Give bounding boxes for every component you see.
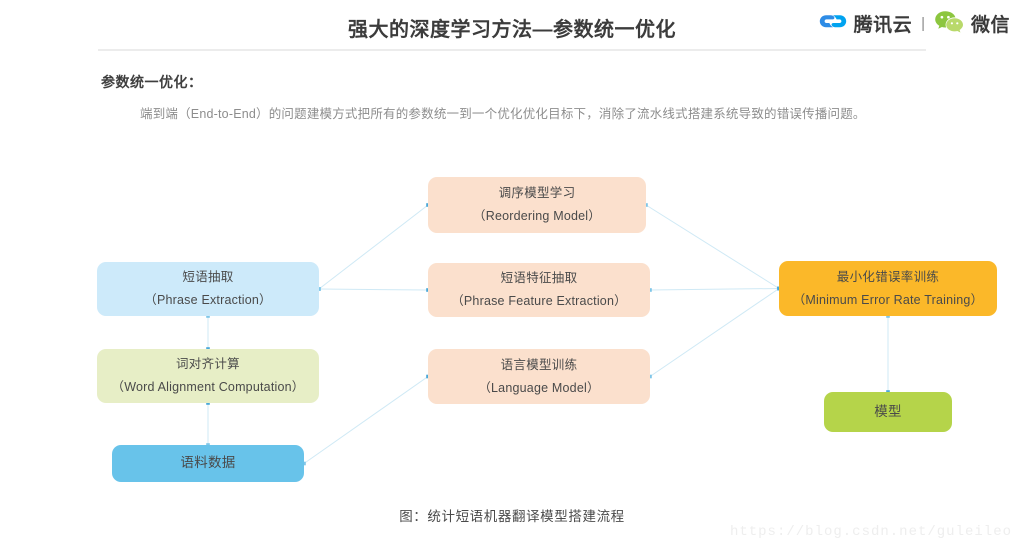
tencent-cloud-label: 腾讯云: [853, 14, 913, 36]
edge-corpus-data-to-language-model: [302, 374, 430, 466]
edge-phrase-extraction-to-word-alignment-computation: [206, 314, 210, 351]
tencent-cloud-icon: [819, 10, 847, 37]
node-phrase-feature-extraction[interactable]: 短语特征抽取 （Phrase Feature Extraction）: [428, 263, 650, 317]
node-label-en: （Language Model）: [478, 380, 600, 395]
node-label-en: （Phrase Extraction）: [144, 293, 272, 307]
node-label-cn: 语料数据: [180, 455, 236, 471]
node-phrase-extraction[interactable]: 短语抽取 （Phrase Extraction）: [97, 262, 319, 316]
node-label-en: （Reordering Model）: [473, 209, 601, 223]
edge-minimum-error-rate-training-to-model-output: [886, 314, 890, 394]
node-label-cn: 调序模型学习: [498, 186, 576, 201]
node-label-cn: 模型: [874, 403, 902, 419]
edge-phrase-extraction-to-phrase-feature-extraction: [317, 287, 430, 292]
wechat-label: 微信: [970, 14, 1010, 36]
header-divider: [98, 49, 926, 51]
brand-logos: 腾讯云 | 微信: [819, 8, 1010, 38]
wechat-icon: [934, 9, 964, 38]
edge-language-model-to-minimum-error-rate-training: [648, 286, 781, 379]
page-header: 强大的深度学习方法—参数统一优化 腾讯云 | 微信: [0, 0, 1024, 48]
node-minimum-error-rate-training[interactable]: 最小化错误率训练 （Minimum Error Rate Training）: [779, 261, 997, 316]
watermark: https://blog.csdn.net/guleileo: [729, 524, 1012, 540]
node-label-cn: 短语特征抽取: [500, 271, 578, 286]
body-paragraph: 端到端（End-to-End）的问题建模方式把所有的参数统一到一个优化优化目标下…: [140, 107, 866, 121]
node-model-output[interactable]: 模型: [824, 392, 952, 432]
edge-corpus-data-to-word-alignment-computation: [206, 401, 210, 447]
node-reordering-model[interactable]: 调序模型学习 （Reordering Model）: [428, 177, 646, 233]
node-language-model[interactable]: 语言模型训练 （Language Model）: [428, 349, 650, 404]
edge-phrase-extraction-to-reordering-model: [317, 203, 430, 291]
edge-reordering-model-to-minimum-error-rate-training: [644, 203, 781, 291]
node-corpus-data[interactable]: 语料数据: [112, 445, 304, 482]
node-label-en: （Minimum Error Rate Training）: [792, 292, 984, 307]
brand-separator: |: [921, 14, 925, 32]
section-title: 参数统一优化：: [101, 74, 203, 90]
node-label-cn: 词对齐计算: [175, 357, 240, 372]
edge-phrase-feature-extraction-to-minimum-error-rate-training: [648, 286, 781, 292]
node-label-cn: 短语抽取: [182, 270, 234, 285]
node-label-en: （Word Alignment Computation）: [111, 380, 305, 394]
node-label-cn: 语言模型训练: [500, 357, 578, 372]
node-label-en: （Phrase Feature Extraction）: [451, 294, 627, 308]
node-word-alignment-computation[interactable]: 词对齐计算 （Word Alignment Computation）: [97, 349, 319, 403]
diagram-caption: 图：统计短语机器翻译模型搭建流程: [399, 509, 625, 524]
node-label-cn: 最小化错误率训练: [836, 269, 940, 284]
page-title: 强大的深度学习方法—参数统一优化: [348, 19, 676, 41]
